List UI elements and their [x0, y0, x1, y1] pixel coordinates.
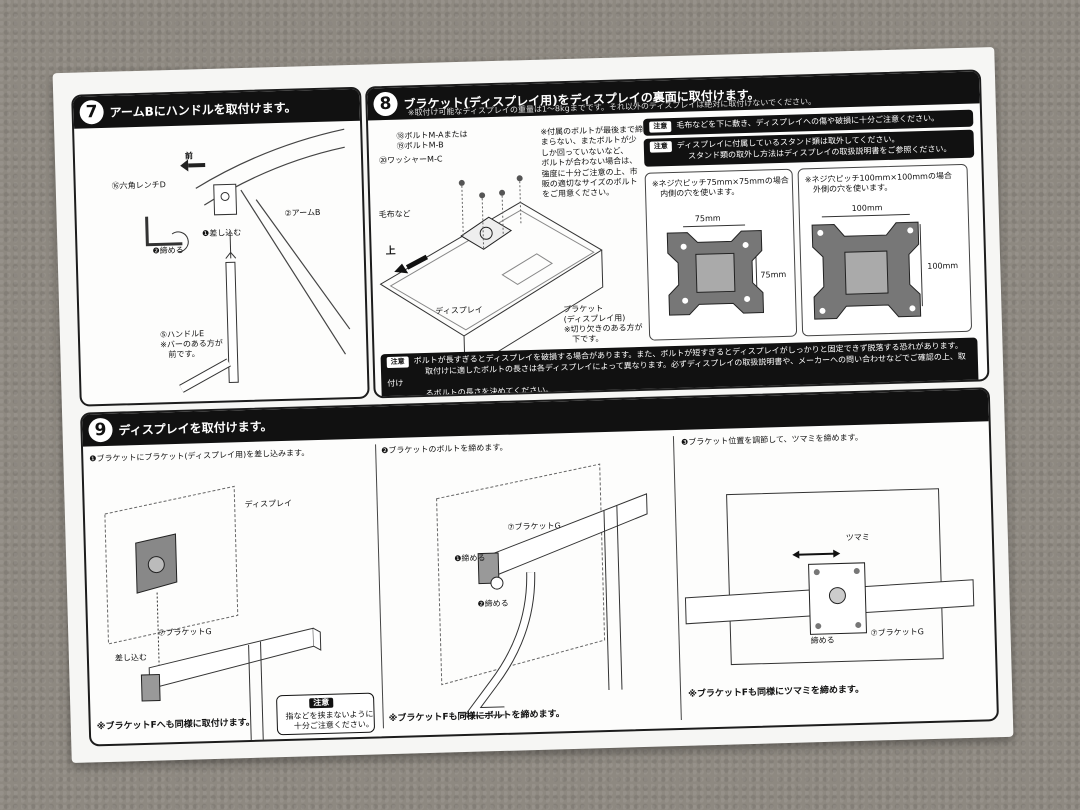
col1-display-label: ディスプレイ: [244, 498, 293, 510]
vesa-75-box: ※ネジ穴ピッチ75mm×75mmの場合 内側の穴を使います。 75mm 75mm: [644, 168, 798, 341]
label-display: ディスプレイ: [435, 305, 483, 316]
col2-bracket-label: ⑦ブラケットG: [507, 521, 561, 532]
label-bracket: ブラケット: [563, 304, 604, 315]
step-9-panel: 9 ディスプレイを取付けます。 ❶ブラケットにブラケット(ディスプレイ用)を差し…: [80, 387, 1000, 747]
col1-bracket-label: ⑦ブラケットG: [158, 627, 212, 638]
step-7-panel: 7 アームBにハンドルを取付けます。 前 ⑯六角レンチD ②アームB ❶差し込む…: [71, 86, 370, 407]
col2-tighten2: ❷締める: [477, 598, 509, 609]
vesa-75-plate: [666, 224, 765, 316]
step-7-illustration: [145, 128, 351, 393]
label-cloth: 毛布など: [378, 209, 411, 220]
label-handle-note2: 前です。: [168, 349, 200, 360]
caution-badge: 注意: [309, 697, 334, 708]
label-up: 上: [385, 245, 396, 258]
vesa-100-plate: [811, 213, 923, 320]
label-tighten: ❷締める: [152, 245, 184, 256]
step-title: ディスプレイを取付けます。: [118, 418, 273, 438]
col3-tighten-label: 締める: [810, 635, 835, 646]
label-wrench: ⑯六角レンチD: [111, 180, 167, 191]
col2-illustration: [436, 463, 648, 717]
step-number: 9: [88, 417, 113, 443]
label-handle-note1: ※バーのある方が: [160, 338, 223, 350]
vesa-100-box: ※ネジ穴ピッチ100mm×100mmの場合 外側の穴を使います。 100mm 1…: [797, 163, 973, 337]
col3-knob-label: ツマミ: [845, 532, 870, 543]
col3-bracket-label: ⑦ブラケットG: [870, 627, 924, 638]
col1-caution-text2: 十分ご注意ください。: [293, 719, 374, 731]
label-arm-b: ②アームB: [284, 207, 321, 218]
label-front: 前: [184, 151, 194, 161]
bolt-note: ※付属のボルトが最後まで締 まらない、またボルトが少 しか回っていないなど、 ボ…: [540, 124, 644, 200]
instruction-sheet: 7 アームBにハンドルを取付けます。 前 ⑯六角レンチD ②アームB ❶差し込む…: [52, 46, 1014, 764]
step-8-panel: 8 ブラケット(ディスプレイ用)をディスプレイの裏面に取付けます。 ※取付け可能…: [365, 69, 990, 399]
col1-insert-label: 差し込む: [114, 652, 148, 663]
label-bracket-note2: 下です。: [572, 334, 604, 344]
col3-illustration: [684, 488, 975, 666]
label-washer: ⑳ワッシャーM-C: [378, 154, 443, 166]
col1-caution-box: 注意 指などを挟まないように 十分ご注意ください。: [276, 692, 376, 736]
label-bolt-a: ⑱ボルトM-Aまたは: [396, 129, 468, 141]
caution-badge: 注意: [649, 121, 672, 134]
label-bolt-b: ⑲ボルトM-B: [396, 140, 444, 151]
label-insert: ❶差し込む: [201, 228, 242, 239]
step-8-illustration: [379, 175, 604, 373]
col2-tighten1: ❶締める: [454, 553, 486, 564]
col1-illustration: [104, 485, 322, 741]
